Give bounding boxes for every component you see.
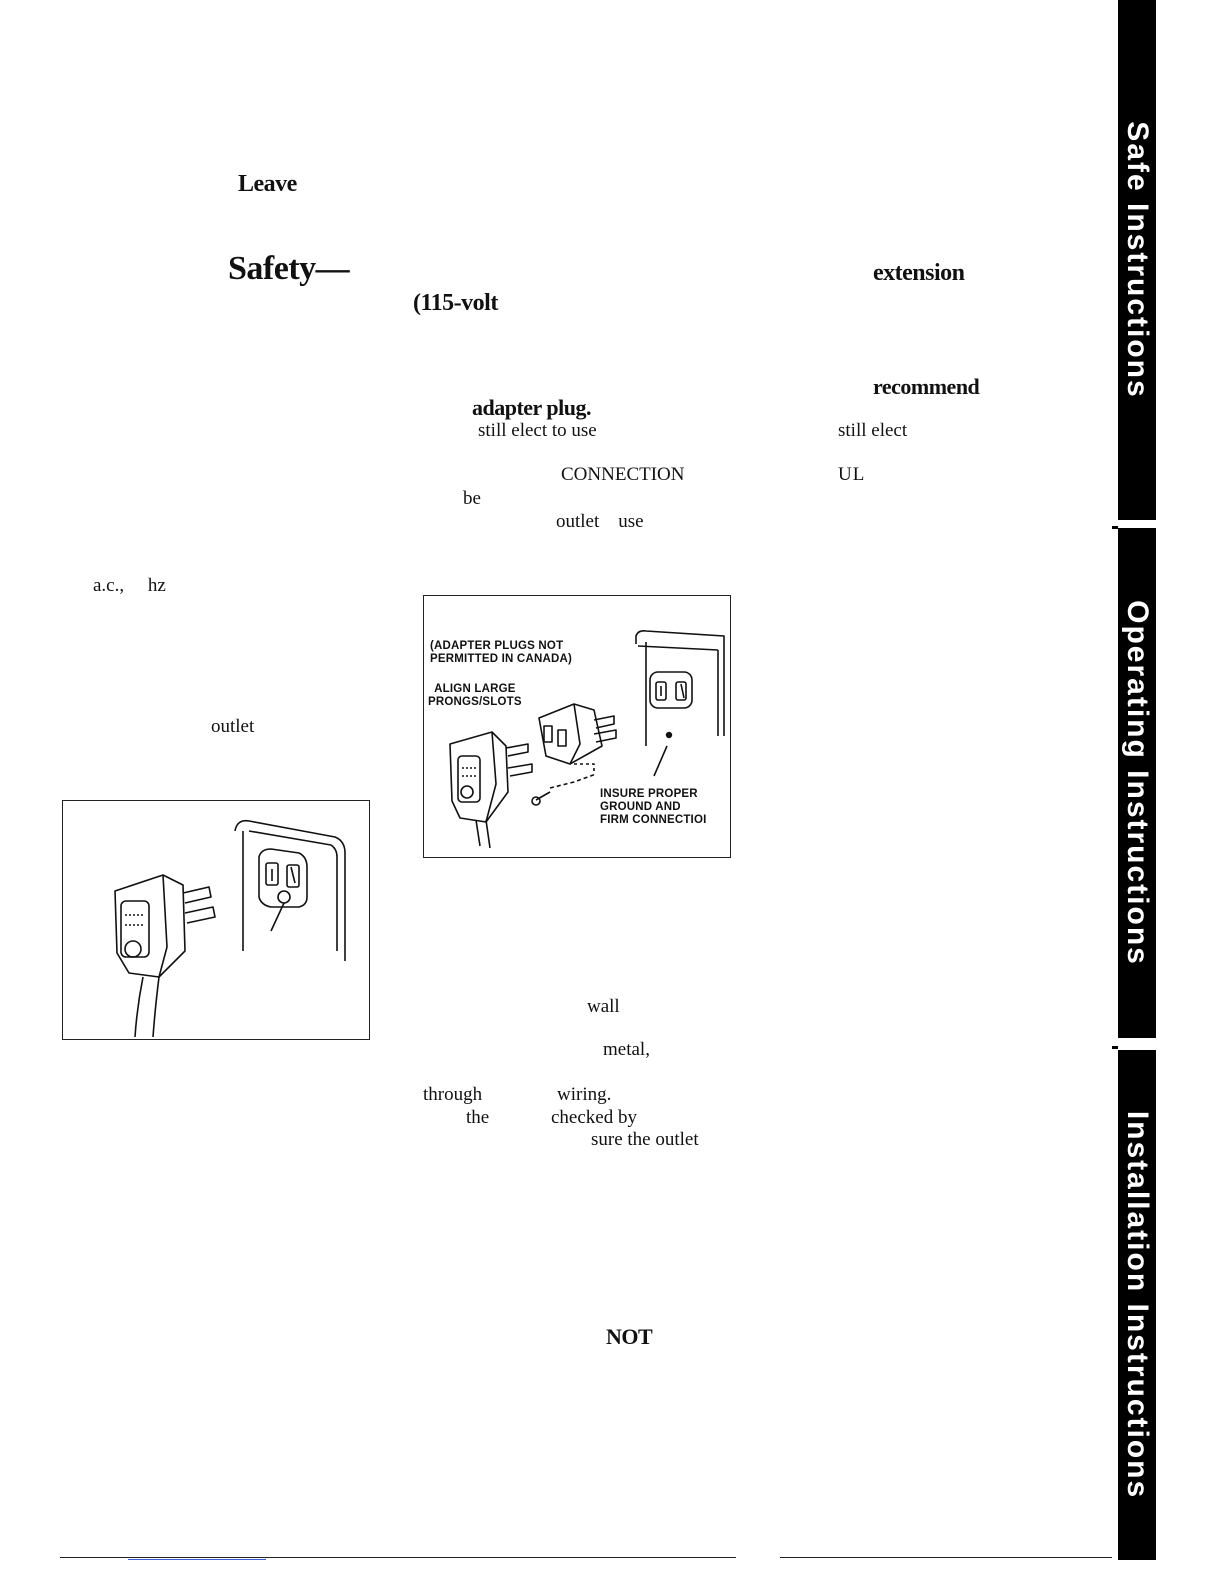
footer-rule [60,1557,736,1558]
fragment-checked-by: checked by [551,1107,637,1128]
label-adapter-not-permitted: (ADAPTER PLUGS NOT PERMITTED IN CANADA) [430,640,572,665]
fragment-still-elect: still elect [838,420,908,441]
tab-divider [1112,526,1118,529]
fragment-still-elect-to-use: still elect to use [478,420,597,441]
fragment-be: be [463,488,481,509]
fragment-wiring: wiring. [557,1084,612,1105]
fragment-115-volt: (115-volt [413,290,498,316]
grounded-plug-illustration [114,819,346,1038]
fragment-metal: metal, [603,1039,650,1060]
fragment-through: through [423,1084,483,1105]
fragment-safety: Safety— [228,250,350,287]
label-insure-ground: INSURE PROPER GROUND AND FIRM CONNECTIOI [600,788,707,826]
fragment-the: the [466,1107,490,1128]
footer-rule [780,1557,1112,1558]
sidebar-tab-installation[interactable] [1118,1050,1156,1560]
sidebar-tab-safety-label: Safe Instructions [1121,121,1154,399]
fragment-leave: Leave [238,171,297,197]
label-align-prongs: ALIGN LARGE PRONGS/SLOTS [428,683,522,708]
sidebar-tab-safety[interactable] [1118,0,1156,520]
grounded-plug-figure [62,800,370,1040]
tab-divider [1112,1046,1118,1049]
adapter-plug-illustration [449,630,725,849]
sidebar-tab-operating-label: Operating Instructions [1121,600,1154,966]
fragment-recommend: recommend [873,374,980,399]
fragment-extension: extension [873,260,965,286]
fragment-sure-the-outlet: sure the outlet [591,1129,699,1150]
sidebar-tab-operating[interactable] [1118,528,1156,1038]
fragment-wall: wall [587,996,620,1017]
fragment-ac-hz: a.c., hz [93,575,166,596]
fragment-not: NOT [606,1324,653,1349]
sidebar-tab-installation-label: Installation Instructions [1121,1110,1154,1500]
footer-rule-accent [128,1559,266,1560]
fragment-connection: CONNECTION [561,464,685,485]
fragment-outlet: outlet [211,716,255,737]
fragment-outlet-use: outlet use [556,511,644,532]
fragment-ul: UL [838,464,866,485]
adapter-plug-figure: (ADAPTER PLUGS NOT PERMITTED IN CANADA) … [423,595,731,858]
fragment-adapter-plug: adapter plug. [472,395,592,420]
